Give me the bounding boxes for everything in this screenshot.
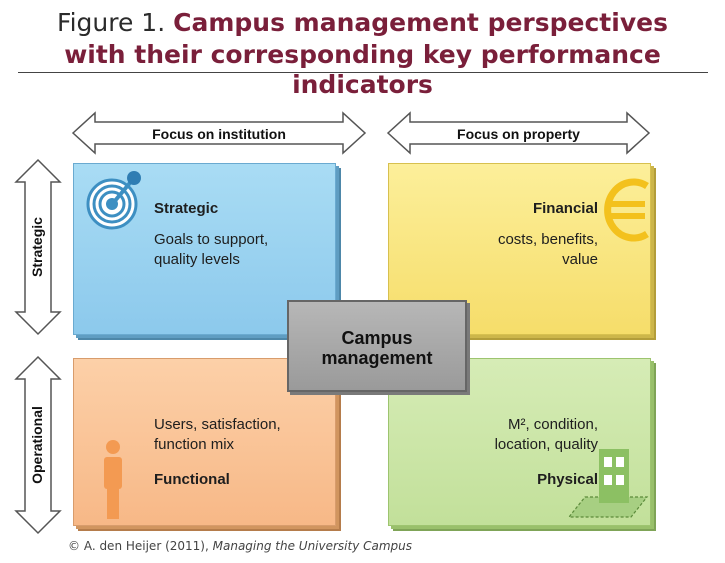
operational-arrow <box>14 355 62 535</box>
focus-property-arrow <box>386 111 651 155</box>
strategic-title: Strategic <box>154 200 219 217</box>
campus-management-label: Campus management <box>321 328 433 368</box>
functional-text: Users, satisfaction, function mix <box>154 416 281 453</box>
physical-text: M², condition, location, quality <box>494 416 598 453</box>
title-divider <box>18 72 708 73</box>
focus-institution-label: Focus on institution <box>152 126 286 142</box>
focus-institution-arrow <box>71 111 367 155</box>
focus-property-label: Focus on property <box>457 126 580 142</box>
strategic-axis-label: Strategic <box>29 217 45 277</box>
target-icon <box>86 171 141 230</box>
figure-credit: © A. den Heijer (2011), Managing the Uni… <box>68 539 412 553</box>
strategic-arrow <box>14 158 62 336</box>
credit-author: © A. den Heijer (2011), <box>68 539 209 553</box>
operational-axis-label: Operational <box>29 406 45 484</box>
building-icon <box>567 449 649 518</box>
euro-icon <box>604 178 649 242</box>
figure-title-line2: with their corresponding key performance… <box>64 40 661 99</box>
functional-title: Functional <box>154 471 230 488</box>
person-icon <box>104 440 122 519</box>
financial-title: Financial <box>532 200 598 217</box>
campus-management-box: Campus management <box>287 300 467 392</box>
strategic-quadrant: Strategic Goals to support, quality leve… <box>73 163 336 335</box>
financial-text: costs, benefits, value <box>497 231 598 268</box>
physical-title: Physical <box>537 471 598 488</box>
figure-number: Figure 1. <box>57 8 166 37</box>
strategic-text: Goals to support, quality levels <box>154 231 269 268</box>
credit-work: Managing the University Campus <box>212 539 413 553</box>
figure-title-line1: Campus management perspectives <box>173 8 668 37</box>
figure-title: Figure 1. Campus management perspectives <box>0 8 725 38</box>
